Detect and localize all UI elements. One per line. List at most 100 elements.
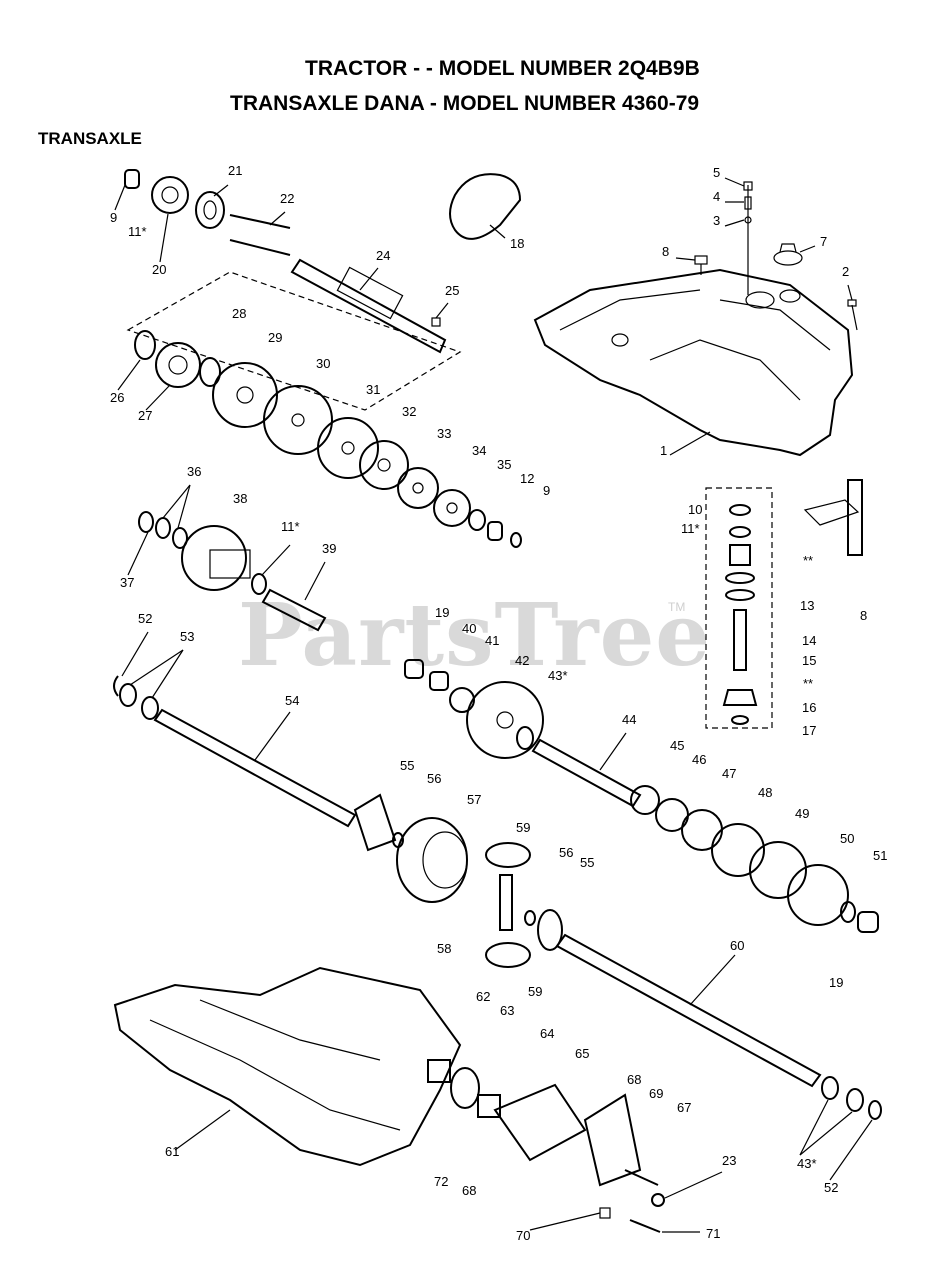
screw-2[interactable]	[847, 299, 858, 331]
gear-50[interactable]	[787, 864, 849, 926]
callout-c22: 22	[280, 191, 294, 206]
pin-8[interactable]	[803, 479, 863, 556]
bearing-21[interactable]	[195, 191, 225, 229]
callout-c32: 32	[402, 404, 416, 419]
gear-49[interactable]	[749, 841, 807, 899]
watermark: PartsTree	[238, 585, 712, 686]
callout-c70: 70	[516, 1228, 530, 1243]
ring-gear-57[interactable]	[396, 817, 468, 903]
parts-62-65[interactable]	[427, 1059, 587, 1162]
lower-housing[interactable]	[113, 966, 462, 1167]
washer-51[interactable]	[840, 901, 856, 923]
bushing-9[interactable]	[124, 169, 140, 189]
ring-26[interactable]	[134, 330, 156, 360]
vertical-shaft[interactable]	[743, 181, 753, 295]
pin-25[interactable]	[431, 317, 441, 327]
cap-7[interactable]	[773, 243, 803, 266]
callout-c9b: 9	[543, 483, 550, 498]
gear-30[interactable]	[263, 385, 333, 455]
chain-18[interactable]	[449, 173, 522, 240]
bolt-67[interactable]	[624, 1169, 659, 1186]
callout-c25: 25	[445, 283, 459, 298]
callout-c33: 33	[437, 426, 451, 441]
shaft-24[interactable]	[290, 258, 447, 354]
washers-53[interactable]	[119, 683, 159, 720]
bracket-65[interactable]	[583, 1093, 642, 1187]
callout-c34: 34	[472, 443, 486, 458]
gear-20[interactable]	[151, 176, 189, 214]
bushing-19[interactable]	[404, 659, 424, 679]
nut-23[interactable]	[651, 1193, 665, 1207]
callout-c14: 14	[802, 633, 816, 648]
callout-c28: 28	[232, 306, 246, 321]
washer-11[interactable]	[251, 573, 267, 595]
callout-c71: 71	[706, 1226, 720, 1241]
gear-45[interactable]	[630, 785, 660, 815]
callout-c27: 27	[138, 408, 152, 423]
bolt-71[interactable]	[629, 1219, 661, 1233]
callout-c47: 47	[722, 766, 736, 781]
callout-c52a: 52	[138, 611, 152, 626]
gear-32[interactable]	[359, 440, 409, 490]
callout-c8a: 8	[662, 244, 669, 259]
bevel-gear-55[interactable]	[353, 793, 397, 852]
axle-54[interactable]	[153, 708, 357, 828]
gear-47[interactable]	[681, 809, 723, 851]
pin-58[interactable]	[499, 874, 513, 931]
clip-70[interactable]	[599, 1207, 611, 1219]
sprocket-27[interactable]	[155, 342, 201, 388]
callout-c40: 40	[462, 621, 476, 636]
axle-60[interactable]	[555, 933, 822, 1088]
callout-c1: 1	[660, 443, 667, 458]
callout-c55a: 55	[400, 758, 414, 773]
ring-52[interactable]	[113, 675, 119, 697]
callout-c63: 63	[500, 1003, 514, 1018]
shaft-44[interactable]	[531, 738, 642, 808]
washers-43b[interactable]	[821, 1076, 864, 1112]
title-line-2: TRANSAXLE DANA - MODEL NUMBER 4360-79	[230, 92, 700, 115]
callout-c68b: 68	[462, 1183, 476, 1198]
bushing-12[interactable]	[487, 521, 503, 541]
keys-22[interactable]	[229, 214, 291, 256]
bushing-40[interactable]	[429, 671, 449, 691]
washer-43[interactable]	[516, 726, 534, 750]
gear-38[interactable]	[181, 525, 251, 591]
bearing-28[interactable]	[199, 357, 221, 387]
callout-c41: 41	[485, 633, 499, 648]
washer-56b[interactable]	[524, 910, 536, 926]
ring-9[interactable]	[510, 532, 522, 548]
callout-c8b: 8	[860, 608, 867, 623]
assembly-box-right	[705, 487, 773, 729]
callout-c37: 37	[120, 575, 134, 590]
ring-52b[interactable]	[868, 1100, 882, 1120]
callout-c3: 3	[713, 213, 720, 228]
shaft-39[interactable]	[261, 588, 327, 632]
callout-c57: 57	[467, 792, 481, 807]
gear-33[interactable]	[397, 467, 439, 509]
pinion-stack[interactable]	[722, 504, 758, 725]
upper-housing[interactable]	[533, 268, 854, 457]
gear-41[interactable]	[449, 687, 475, 713]
bevel-gear-59-top[interactable]	[485, 842, 531, 868]
bevel-gear-55b[interactable]	[537, 909, 563, 951]
callout-cst2: **	[803, 676, 813, 691]
callout-c72: 72	[434, 1174, 448, 1189]
callout-c45: 45	[670, 738, 684, 753]
gear-42[interactable]	[466, 681, 544, 759]
gear-31[interactable]	[317, 417, 379, 479]
callout-c62: 62	[476, 989, 490, 1004]
callout-c11a: 11*	[128, 224, 147, 239]
callout-c15: 15	[802, 653, 816, 668]
bushing-19b[interactable]	[857, 911, 879, 933]
gear-29[interactable]	[212, 362, 278, 428]
callout-c69: 69	[649, 1086, 663, 1101]
bevel-gear-59-bottom[interactable]	[485, 942, 531, 968]
gear-34[interactable]	[433, 489, 471, 527]
callout-c43b: 43*	[797, 1156, 817, 1171]
callout-c16: 16	[802, 700, 816, 715]
washer-35[interactable]	[468, 509, 486, 531]
callout-c29: 29	[268, 330, 282, 345]
leader-lines	[114, 177, 873, 1233]
gear-48[interactable]	[711, 823, 765, 877]
callout-c7: 7	[820, 234, 827, 249]
